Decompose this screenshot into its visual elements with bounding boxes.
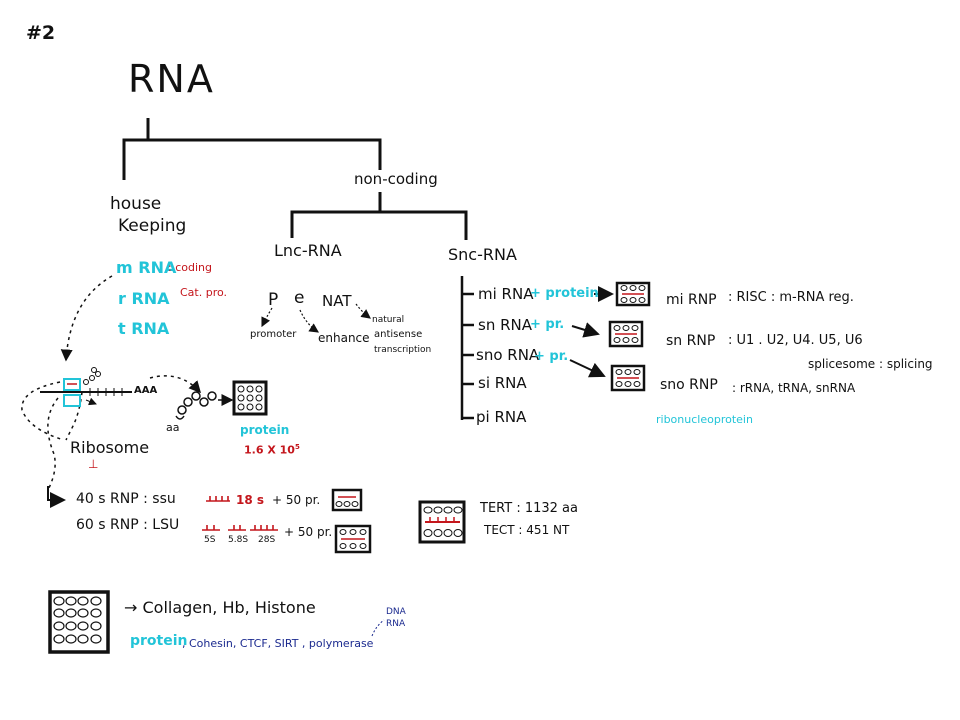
diagram-title: RNA <box>128 57 215 101</box>
snc-rna-label: Snc-RNA <box>448 245 517 264</box>
mirnp-desc: : RISC : m-RNA reg. <box>728 290 854 305</box>
ribosome-mark: ⊥ <box>88 457 99 471</box>
legend-protein: protein <box>130 633 188 649</box>
ribosome-arrow <box>47 486 66 508</box>
lnc-nat-desc-1: natural <box>372 315 405 325</box>
snrna-plus: + pr. <box>530 317 565 332</box>
trna-label: t RNA <box>118 319 170 338</box>
legend-arrow-text: → Collagen, Hb, Histone <box>124 598 316 617</box>
snrnp-label: sn RNP <box>666 333 716 349</box>
mirna-label: mi RNA <box>478 285 534 303</box>
rnp-60s-proteins: + 50 pr. <box>284 525 333 539</box>
lnc-rna-arrows <box>261 303 371 333</box>
ribonucleoprotein-note: ribonucleoprotein <box>656 413 753 426</box>
rnp-40s-proteins: + 50 pr. <box>272 493 321 507</box>
lnc-nat: NAT <box>322 292 352 310</box>
rnp-40s-label: 40 s RNP : ssu <box>76 491 176 507</box>
snornp-desc: : rRNA, tRNA, snRNA <box>732 381 856 395</box>
protein-count: 1.6 X 105 <box>244 443 300 457</box>
telomerase-box <box>418 500 466 544</box>
mrna-translation <box>40 367 132 407</box>
lnc-e: e <box>294 288 305 308</box>
protein-legend-box <box>48 590 110 654</box>
lnc-nat-desc-3: transcription <box>374 345 432 355</box>
snrnp-desc: : U1 . U2, U4. U5, U6 <box>728 333 863 348</box>
housekeeping-label-1: house <box>110 194 162 214</box>
mrna-note-2: Cat. pro. <box>180 286 228 299</box>
ribosome-label: Ribosome <box>70 438 150 457</box>
mrna-dashed-path <box>21 275 202 491</box>
lnc-rna-label: Lnc-RNA <box>274 241 342 260</box>
lnc-promoter: promoter <box>250 329 297 340</box>
snorna-plus: + pr. <box>534 349 569 364</box>
mirna-plus: + protein <box>530 286 599 301</box>
rnp-40s-18s: 18 s <box>236 493 265 507</box>
ribosome-40s-box <box>331 488 363 512</box>
polymerase-pointer <box>371 619 385 637</box>
mrna-label: m RNA <box>116 258 177 277</box>
protein-box <box>232 380 268 416</box>
mirnp-box <box>615 281 651 307</box>
rrna-5s: 5S <box>204 535 216 545</box>
legend-dna: DNA <box>386 607 406 617</box>
rna-tree-lines <box>122 118 468 240</box>
snornp-box <box>610 364 646 392</box>
tect-label: TECT : 451 NT <box>484 523 570 537</box>
noncoding-label: non-coding <box>354 170 438 188</box>
peptide-chain <box>175 391 234 420</box>
splicesome-note: splicesome : splicing <box>808 357 933 371</box>
housekeeping-label-2: Keeping <box>118 216 187 236</box>
tert-label: TERT : 1132 aa <box>480 501 578 516</box>
snrnp-box <box>608 320 644 348</box>
legend-other-proteins: , Cohesin, CTCF, SIRT , polymerase <box>182 637 374 650</box>
mrna-note: : coding <box>168 261 212 274</box>
rrna-5-8s: 5.8S <box>228 535 249 545</box>
rrna-label: r RNA <box>118 289 170 308</box>
snc-arrows <box>569 286 614 378</box>
pirna-label: pi RNA <box>476 408 527 426</box>
rnp-60s-label: 60 s RNP : LSU <box>76 517 180 533</box>
snrna-label: sn RNA <box>478 316 532 334</box>
slide-number: #2 <box>26 22 56 44</box>
lnc-enhance: enhance <box>318 331 370 345</box>
snc-rna-branch <box>460 276 474 420</box>
sirna-label: si RNA <box>478 374 527 392</box>
snornp-label: sno RNP <box>660 377 718 393</box>
legend-rna: RNA <box>386 619 406 629</box>
snorna-label: sno RNA <box>476 346 540 364</box>
amino-acid-label: aa <box>166 421 180 434</box>
poly-a-tail: AAA <box>134 385 158 396</box>
protein-label: protein <box>240 423 290 437</box>
rrna-marks <box>202 496 278 531</box>
ribosome-60s-box <box>334 524 372 554</box>
rrna-28s: 28S <box>258 535 276 545</box>
lnc-nat-desc-2: antisense <box>374 329 423 340</box>
mirnp-label: mi RNP <box>666 292 717 308</box>
lnc-p: P <box>268 290 279 310</box>
